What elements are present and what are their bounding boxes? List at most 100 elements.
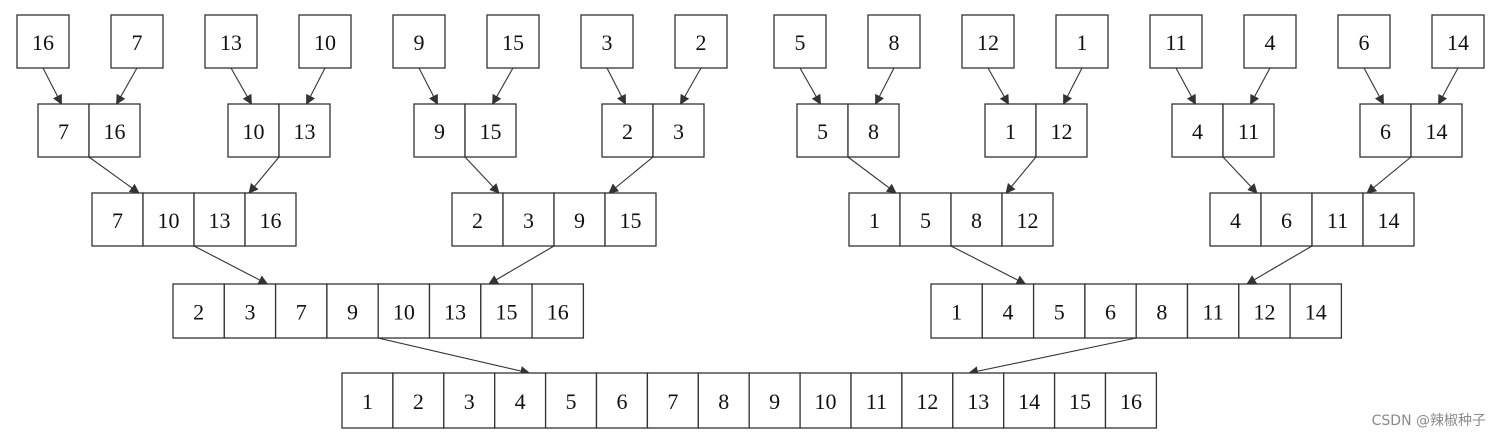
array-cell [204,14,258,69]
cell-value: 9 [414,30,425,55]
merge-arrow [680,67,702,105]
cell-value: 13 [294,119,316,144]
cell-value: 3 [464,389,475,414]
merge-arrow [606,67,626,105]
array-cell [1209,192,1262,247]
cell-value: 2 [472,208,483,233]
cell-value: 9 [574,208,585,233]
cell-value: 10 [158,208,180,233]
cell-value: 10 [243,119,265,144]
merge-arrow [1363,67,1384,105]
cell-value: 12 [977,30,999,55]
array-cell [848,192,901,247]
array-cell [451,192,504,247]
cell-value: 15 [620,208,642,233]
cell-value: 5 [566,389,577,414]
array-cell [244,192,297,247]
cell-value: 16 [1120,389,1142,414]
cell-value: 1 [1077,30,1088,55]
merge-arrow [1366,156,1412,194]
array-cell [1431,14,1485,69]
array-cell [1035,103,1088,158]
merge-node: 16 [16,14,70,69]
array-cell [531,283,585,339]
cell-value: 4 [1192,119,1203,144]
cell-value: 1 [362,389,373,414]
merge-node: 2 [674,14,728,69]
cell-value: 13 [967,389,989,414]
cell-value: 8 [889,30,900,55]
merge-arrow [418,67,438,105]
array-cell [847,103,900,158]
merge-node: 1 [1055,14,1109,69]
array-cell [88,103,141,158]
array-cell [1084,283,1137,339]
array-cell [961,14,1015,69]
merge-arrow [488,245,555,285]
cell-value: 8 [868,119,879,144]
cell-value: 3 [673,119,684,144]
array-cell [1135,283,1189,339]
cell-value: 15 [495,300,517,325]
array-cell [867,14,921,69]
array-cell [1337,14,1391,69]
cell-value: 7 [112,208,123,233]
cell-value: 7 [58,119,69,144]
cell-value: 11 [1165,30,1186,55]
array-cell [1053,372,1107,429]
cell-value: 14 [1447,30,1469,55]
cell-value: 3 [244,300,255,325]
cell-value: 9 [769,389,780,414]
array-cell [595,372,649,429]
array-cell [601,103,654,158]
merge-node: 13 [204,14,258,69]
cell-value: 12 [1253,300,1275,325]
merge-arrow [1438,67,1459,105]
array-cell [377,283,431,339]
cell-value: 12 [1051,119,1073,144]
array-cell [1032,283,1086,339]
cell-value: 5 [1054,300,1065,325]
cell-value: 11 [866,389,887,414]
cell-value: 16 [260,208,282,233]
merge-arrow [950,245,1027,285]
merge-arrow [42,67,62,105]
merge-node: 7 [110,14,164,69]
array-cell [952,372,1005,429]
array-cell [930,283,983,339]
merge-node: 14 [1431,14,1485,69]
cell-value: 5 [817,119,828,144]
array-cell [1238,283,1291,339]
merge-arrow [492,67,514,105]
array-cell [1055,14,1109,69]
cell-value: 4 [1265,30,1276,55]
cell-value: 15 [480,119,502,144]
merge-arrow [248,156,280,194]
merge-arrow [1005,156,1037,194]
cell-value: 16 [32,30,54,55]
array-cell [1186,283,1240,339]
array-cell [1362,192,1415,247]
cell-value: 2 [696,30,707,55]
cell-value: 13 [209,208,231,233]
cell-value: 10 [314,30,336,55]
cell-value: 1 [869,208,880,233]
merge-arrow [987,67,1009,105]
cell-value: 15 [1069,389,1091,414]
merge-node: 8 [867,14,921,69]
array-cell [553,192,606,247]
cell-value: 11 [1203,300,1224,325]
array-cell [1410,103,1463,158]
array-cell [110,14,164,69]
cell-value: 4 [1002,300,1013,325]
array-cell [604,192,657,247]
merge-arrow [1250,67,1271,105]
